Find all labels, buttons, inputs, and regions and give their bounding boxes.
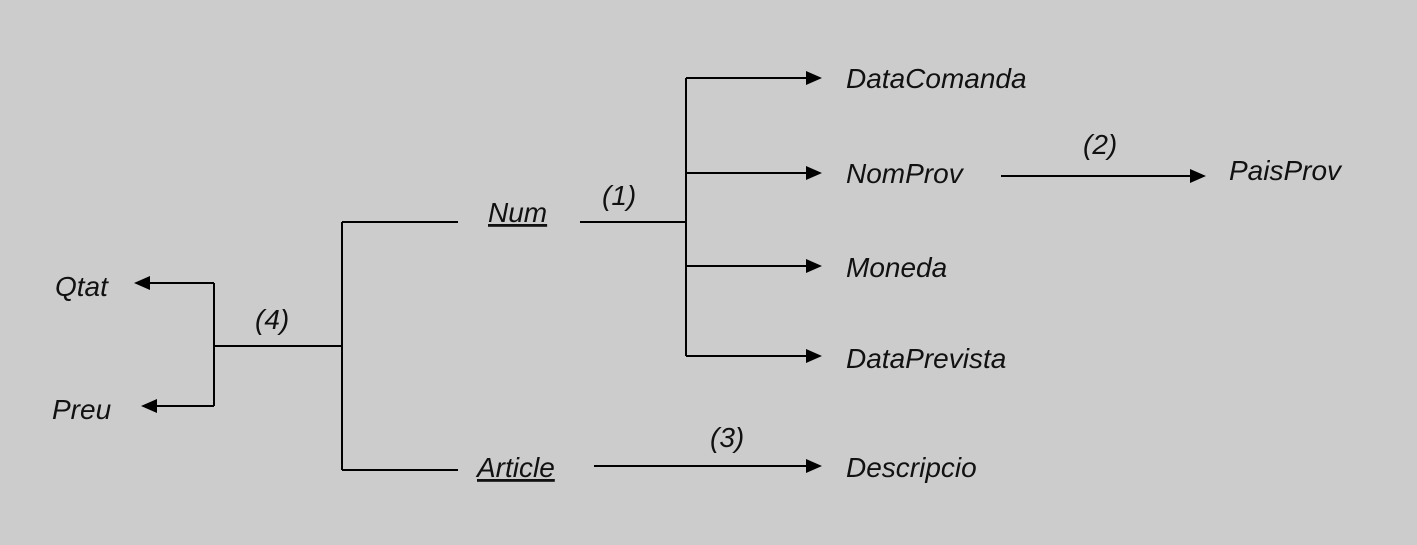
attribute-descripcio-label: Descripcio bbox=[846, 452, 977, 483]
key-num-label: Num bbox=[488, 197, 547, 228]
arrow-to-dataprevista bbox=[806, 349, 822, 363]
arrow-to-preu bbox=[141, 399, 157, 413]
arrow-to-paisprov bbox=[1190, 169, 1206, 183]
arrow-to-moneda bbox=[806, 259, 822, 273]
attribute-dataprevista-label: DataPrevista bbox=[846, 343, 1006, 374]
arrow-to-datacomanda bbox=[806, 71, 822, 85]
attribute-qtat-label: Qtat bbox=[55, 271, 109, 302]
dependency-1-label: (1) bbox=[602, 180, 636, 211]
dependency-4-label: (4) bbox=[255, 304, 289, 335]
dependency-4-connectors bbox=[150, 221, 458, 471]
attribute-nomprov-label: NomProv bbox=[846, 158, 965, 189]
attribute-datacomanda-label: DataComanda bbox=[846, 63, 1027, 94]
dependency-3-label: (3) bbox=[710, 422, 744, 453]
arrow-to-qtat bbox=[134, 276, 150, 290]
key-article-label: Article bbox=[475, 452, 555, 483]
attribute-paisprov-label: PaisProv bbox=[1229, 155, 1343, 186]
attribute-preu-label: Preu bbox=[52, 394, 112, 425]
dependency-2-label: (2) bbox=[1083, 129, 1117, 160]
arrow-to-descripcio bbox=[806, 459, 822, 473]
dependency-1-connectors bbox=[580, 77, 806, 357]
arrow-to-nomprov bbox=[806, 166, 822, 180]
attribute-moneda-label: Moneda bbox=[846, 252, 947, 283]
